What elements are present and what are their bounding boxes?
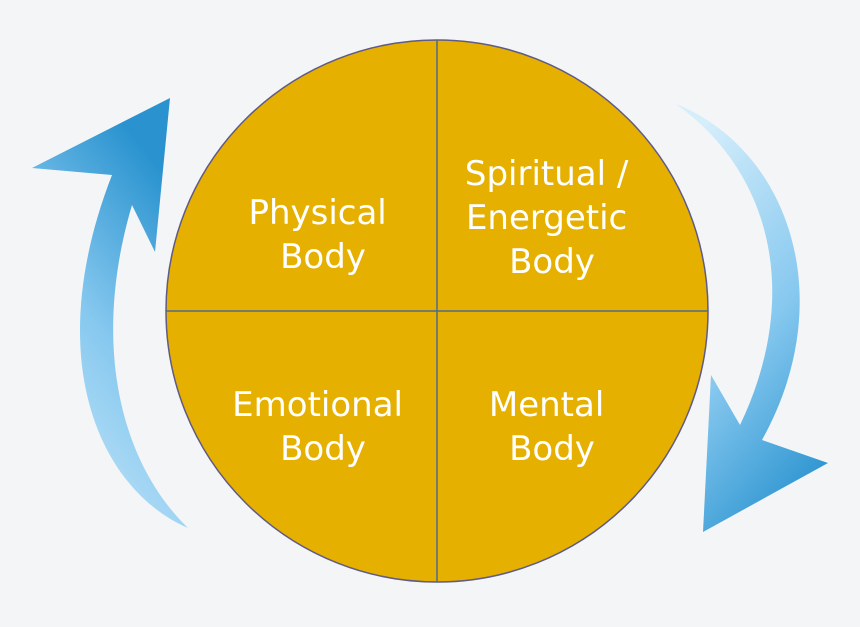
quadrant-spiritual-energetic-body: Spiritual / Energetic Body bbox=[465, 154, 639, 282]
body-wheel bbox=[165, 39, 709, 583]
cycle-arrow-down-icon bbox=[676, 104, 828, 532]
quadrant-emotional-body: Emotional Body bbox=[232, 385, 414, 469]
quadrant-physical-body: Physical Body bbox=[248, 193, 397, 277]
cycle-arrow-up-icon bbox=[32, 98, 188, 528]
quadrant-mental-body: Mental Body bbox=[489, 385, 615, 469]
